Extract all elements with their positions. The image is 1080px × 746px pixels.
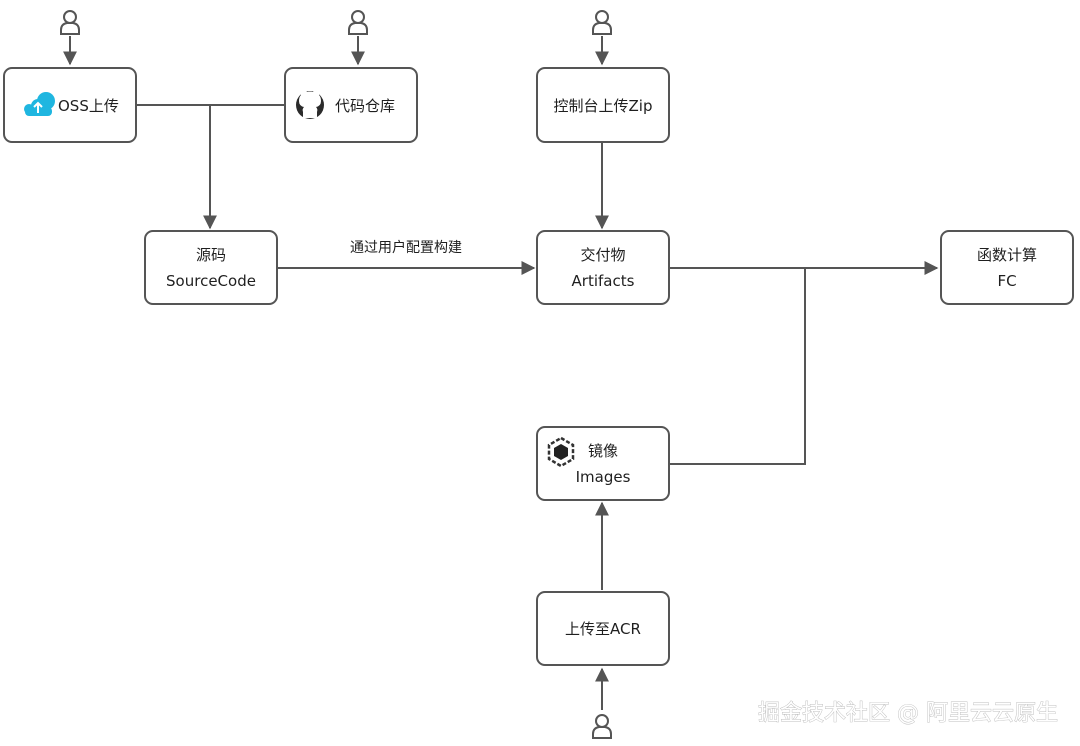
node-artifacts-title: 交付物 (580, 246, 625, 264)
node-oss-upload-label: OSS上传 (58, 97, 119, 115)
edge-images-to-fc-connector (669, 268, 806, 465)
node-function-compute-title: 函数计算 (977, 246, 1037, 264)
edge-label-build: 通过用户配置构建 (350, 239, 462, 256)
github-icon (296, 90, 324, 119)
node-source-code[interactable]: 源码 SourceCode (144, 230, 278, 305)
node-artifacts[interactable]: 交付物 Artifacts (536, 230, 670, 305)
node-source-code-subtitle: SourceCode (166, 272, 256, 290)
node-images[interactable]: 镜像 Images (536, 426, 670, 501)
node-images-subtitle: Images (576, 468, 631, 486)
user-icon (592, 714, 612, 739)
user-icon (592, 10, 612, 35)
node-oss-upload[interactable]: OSS上传 (3, 67, 137, 143)
container-image-icon (547, 436, 575, 468)
node-artifacts-subtitle: Artifacts (572, 272, 635, 290)
node-code-repo-label: 代码仓库 (335, 97, 395, 115)
watermark-text: 掘金技术社区 @ 阿里云云原生 (758, 701, 1058, 726)
node-function-compute[interactable]: 函数计算 FC (940, 230, 1074, 305)
cloud-upload-icon (24, 92, 55, 116)
node-console-zip-label: 控制台上传Zip (554, 97, 653, 115)
node-upload-acr[interactable]: 上传至ACR (536, 591, 670, 666)
node-console-zip[interactable]: 控制台上传Zip (536, 67, 670, 143)
user-icon (60, 10, 80, 35)
user-icon (348, 10, 368, 35)
node-upload-acr-label: 上传至ACR (565, 620, 641, 638)
node-function-compute-subtitle: FC (997, 272, 1016, 290)
node-images-title: 镜像 (588, 442, 618, 460)
node-source-code-title: 源码 (196, 246, 226, 264)
node-code-repo[interactable]: 代码仓库 (284, 67, 418, 143)
